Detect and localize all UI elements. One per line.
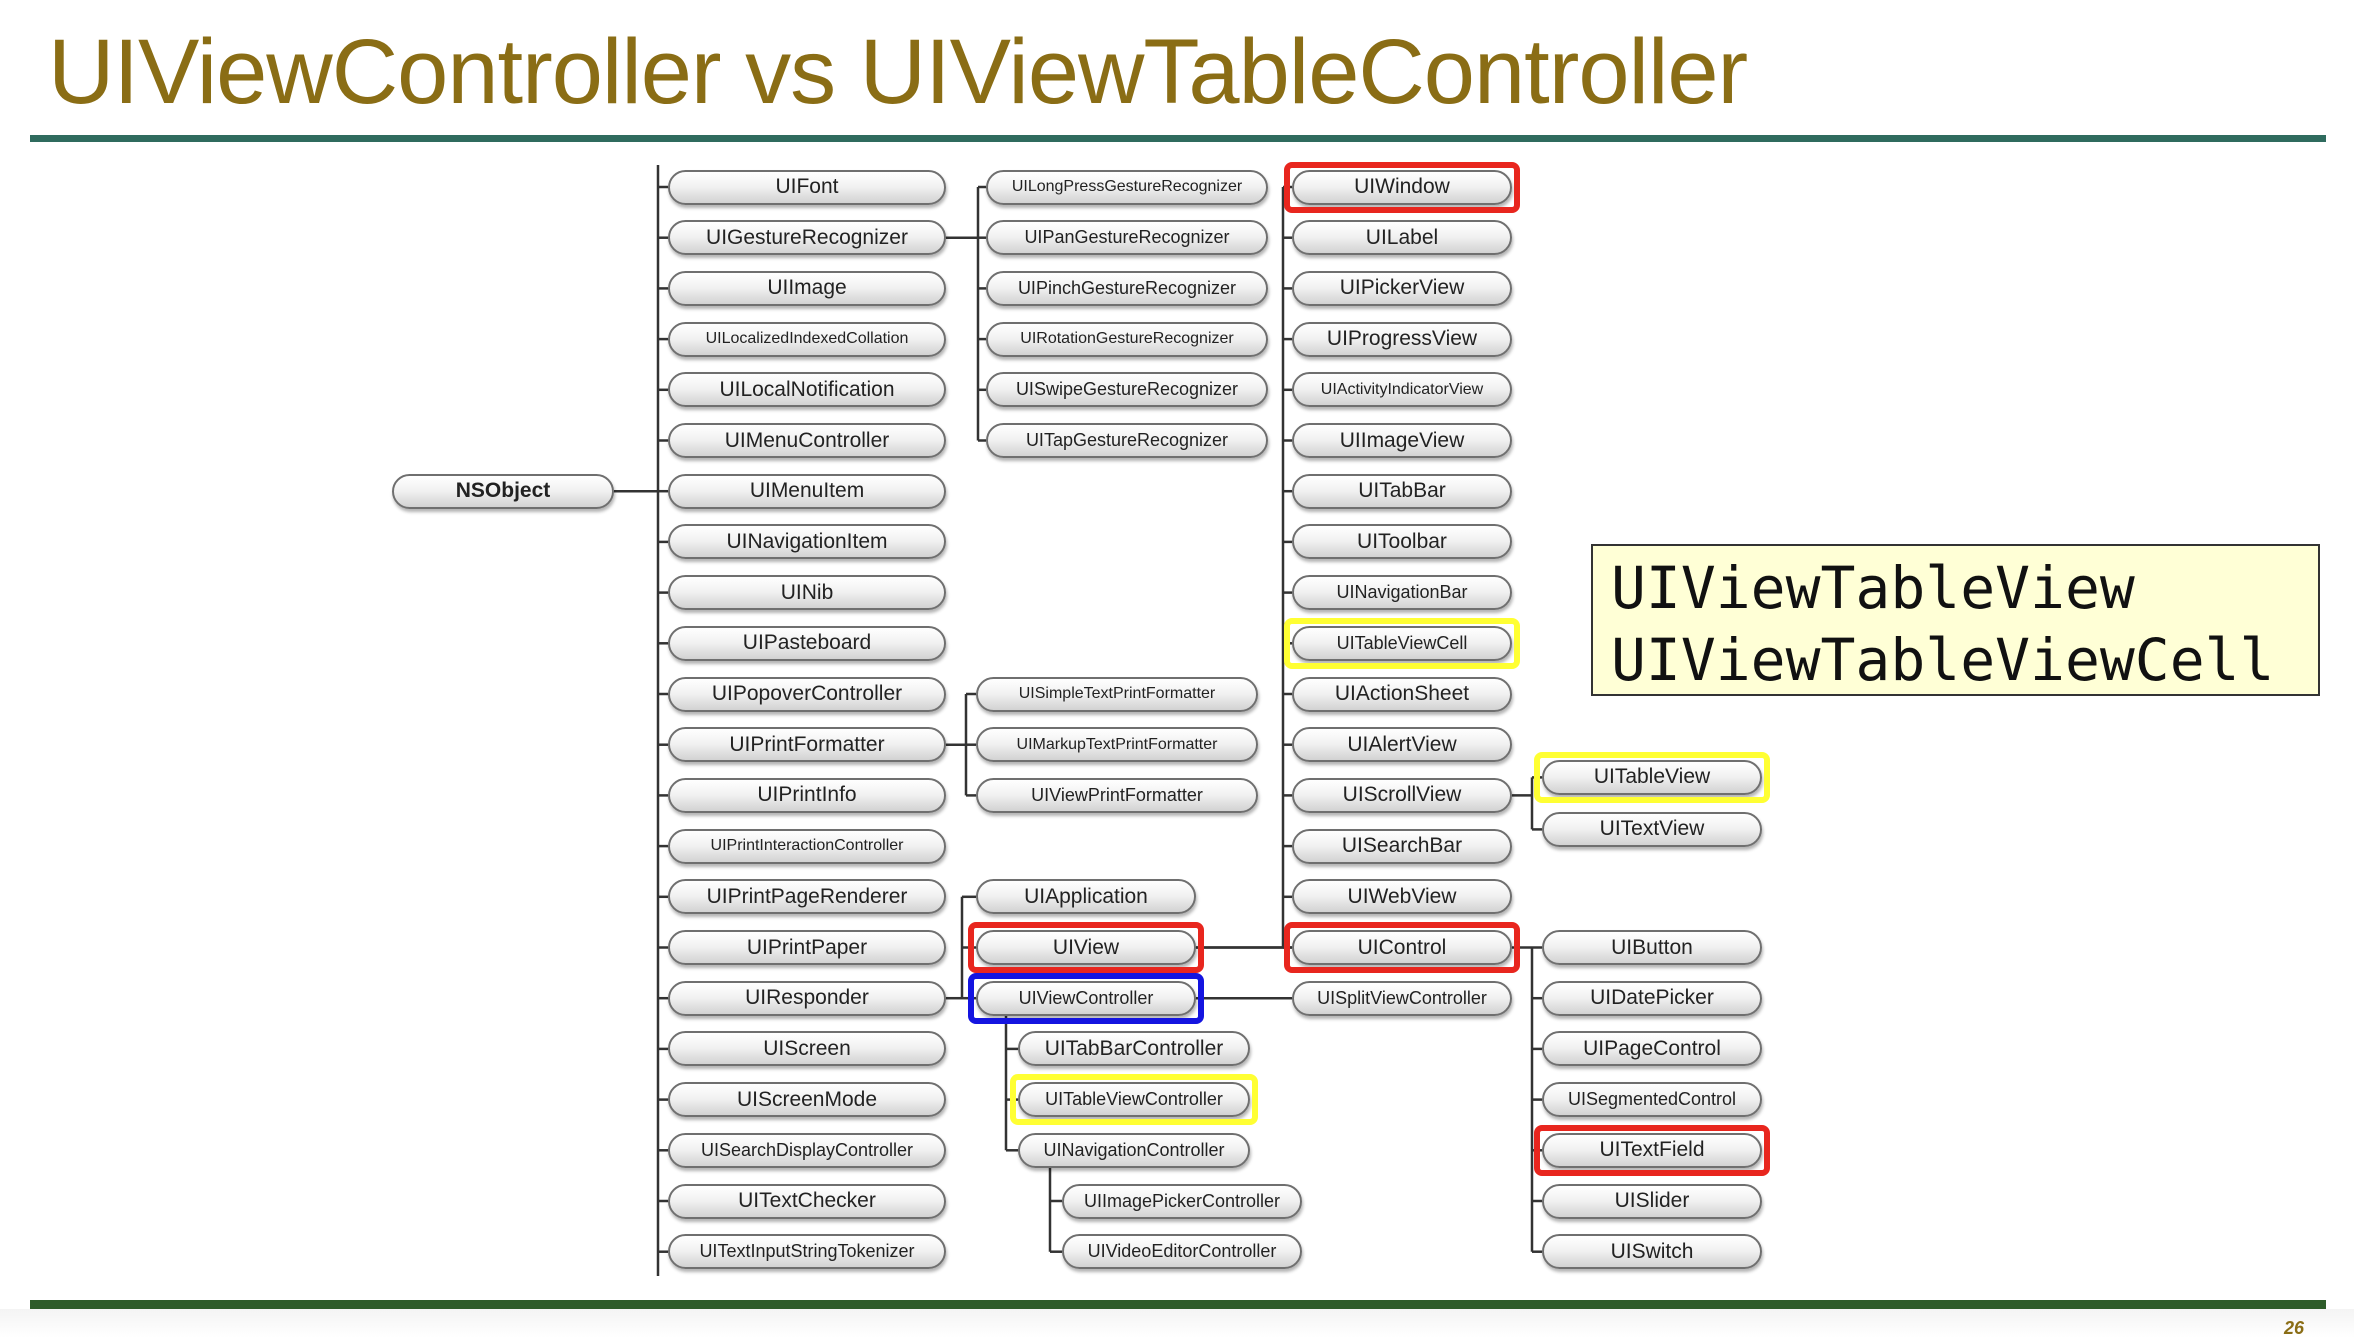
node-ui-video-editor-controller: UIVideoEditorController	[1062, 1234, 1302, 1270]
node-ui-print-interaction-controller: UIPrintInteractionController	[668, 828, 946, 864]
node-ui-simple-text-print-formatter: UISimpleTextPrintFormatter	[976, 676, 1258, 712]
node-ui-web-view: UIWebView	[1292, 879, 1512, 915]
footer-divider	[30, 1300, 2326, 1309]
node-ui-view-print-formatter: UIViewPrintFormatter	[976, 777, 1258, 813]
node-ui-local-notification: UILocalNotification	[668, 372, 946, 408]
node-ui-view: UIView	[976, 930, 1196, 965]
node-ui-label: UILabel	[1292, 220, 1512, 256]
node-ui-split-view-controller: UISplitViewController	[1292, 980, 1512, 1016]
node-ui-screen-mode: UIScreenMode	[668, 1082, 946, 1118]
node-ui-pinch-gesture-recognizer: UIPinchGestureRecognizer	[986, 270, 1268, 306]
node-ui-localized-indexed-collation: UILocalizedIndexedCollation	[668, 321, 946, 357]
node-ui-tap-gesture-recognizer: UITapGestureRecognizer	[986, 423, 1268, 458]
node-ui-progress-view: UIProgressView	[1292, 321, 1512, 357]
node-ui-navigation-item: UINavigationItem	[668, 524, 946, 560]
node-ui-popover-controller: UIPopoverController	[668, 676, 946, 712]
node-ui-text-field: UITextField	[1542, 1132, 1762, 1168]
node-ui-image-view: UIImageView	[1292, 423, 1512, 458]
node-ui-slider: UISlider	[1542, 1183, 1762, 1219]
node-ui-switch: UISwitch	[1542, 1234, 1762, 1270]
node-ui-window: UIWindow	[1292, 169, 1512, 205]
node-ui-print-formatter: UIPrintFormatter	[668, 727, 946, 763]
node-ui-picker-view: UIPickerView	[1292, 270, 1512, 306]
node-ui-print-paper: UIPrintPaper	[668, 930, 946, 965]
node-ui-image: UIImage	[668, 270, 946, 306]
node-ui-menu-item: UIMenuItem	[668, 473, 946, 509]
node-ui-screen: UIScreen	[668, 1031, 946, 1067]
node-ui-gesture-recognizer: UIGestureRecognizer	[668, 220, 946, 256]
node-ui-print-info: UIPrintInfo	[668, 777, 946, 813]
footer-band	[0, 1309, 2354, 1338]
node-ui-tab-bar-controller: UITabBarController	[1018, 1031, 1250, 1067]
node-ui-print-page-renderer: UIPrintPageRenderer	[668, 879, 946, 915]
node-ui-pasteboard: UIPasteboard	[668, 625, 946, 661]
node-ui-text-checker: UITextChecker	[668, 1183, 946, 1219]
node-ui-menu-controller: UIMenuController	[668, 423, 946, 458]
node-ui-navigation-bar: UINavigationBar	[1292, 575, 1512, 611]
node-ui-nib: UINib	[668, 575, 946, 611]
node-ui-scroll-view: UIScrollView	[1292, 777, 1512, 813]
node-ui-activity-indicator-view: UIActivityIndicatorView	[1292, 372, 1512, 408]
node-ui-rotation-gesture-recognizer: UIRotationGestureRecognizer	[986, 321, 1268, 357]
node-ui-pan-gesture-recognizer: UIPanGestureRecognizer	[986, 220, 1268, 256]
node-ui-control: UIControl	[1292, 930, 1512, 965]
node-ui-search-display-controller: UISearchDisplayController	[668, 1132, 946, 1168]
node-ui-view-controller: UIViewController	[976, 980, 1196, 1016]
node-ui-page-control: UIPageControl	[1542, 1031, 1762, 1067]
title-divider	[30, 135, 2326, 142]
callout-line-2: UIViewTableViewCell	[1611, 626, 2275, 694]
class-hierarchy-diagram	[614, 165, 1542, 1276]
node-ui-button: UIButton	[1542, 930, 1762, 965]
node-ui-table-view-cell: UITableViewCell	[1292, 625, 1512, 661]
node-ui-markup-text-print-formatter: UIMarkupTextPrintFormatter	[976, 727, 1258, 763]
node-ui-swipe-gesture-recognizer: UISwipeGestureRecognizer	[986, 372, 1268, 408]
node-ui-alert-view: UIAlertView	[1292, 727, 1512, 763]
node-ui-action-sheet: UIActionSheet	[1292, 676, 1512, 712]
node-ns-object: NSObject	[392, 473, 614, 509]
node-ui-responder: UIResponder	[668, 980, 946, 1016]
page-number: 26	[2283, 1318, 2304, 1338]
node-ui-text-view: UITextView	[1542, 811, 1762, 847]
node-ui-table-view: UITableView	[1542, 759, 1762, 795]
node-ui-table-view-controller: UITableViewController	[1018, 1082, 1250, 1118]
node-ui-font: UIFont	[668, 169, 946, 205]
callout-box: UIViewTableView UIViewTableViewCell	[1591, 544, 2320, 696]
node-ui-segmented-control: UISegmentedControl	[1542, 1082, 1762, 1118]
node-ui-toolbar: UIToolbar	[1292, 524, 1512, 560]
node-ui-image-picker-controller: UIImagePickerController	[1062, 1183, 1302, 1219]
node-ui-tab-bar: UITabBar	[1292, 473, 1512, 509]
node-ui-text-input-string-tokenizer: UITextInputStringTokenizer	[668, 1234, 946, 1270]
node-ui-search-bar: UISearchBar	[1292, 828, 1512, 864]
slide-title: UIViewController vs UIViewTableControlle…	[48, 21, 1748, 123]
node-ui-date-picker: UIDatePicker	[1542, 980, 1762, 1016]
node-ui-navigation-controller: UINavigationController	[1018, 1132, 1250, 1168]
callout-line-1: UIViewTableView	[1611, 554, 2135, 622]
node-ui-application: UIApplication	[976, 879, 1196, 915]
node-ui-long-press-gesture-recognizer: UILongPressGestureRecognizer	[986, 169, 1268, 205]
